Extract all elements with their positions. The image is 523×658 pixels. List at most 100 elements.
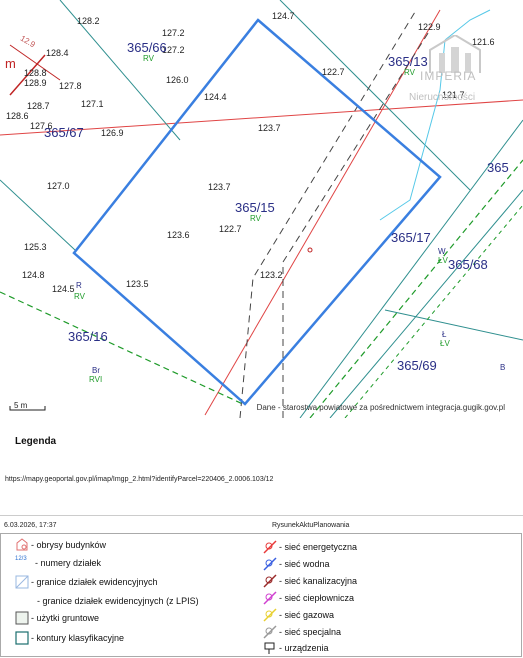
elevation-label: 127.1 — [81, 99, 104, 109]
parcel-number: 365/13 — [388, 54, 428, 69]
teal-line-4 — [299, 119, 523, 418]
legend-item-sewer: - sieć kanalizacyjna — [263, 574, 357, 588]
elevation-label: 121.7 — [442, 90, 465, 100]
parcel-number: 365/17 — [391, 230, 431, 245]
scale-bar — [9, 406, 46, 411]
elevation-label: 123.2 — [260, 270, 283, 280]
elevation-label: 123.7 — [258, 123, 281, 133]
parcel-number: 365/69 — [397, 358, 437, 373]
teal-line-1 — [59, 0, 181, 141]
legend-item-lpis-boundaries: - granice działek ewidencyjnych (z LPIS) — [15, 594, 199, 608]
legend-item-land-use: - użytki gruntowe — [15, 611, 99, 625]
legend-item-water: - sieć wodna — [263, 557, 330, 571]
parcel-number: 365 — [487, 160, 509, 175]
black-dash-1 — [239, 11, 416, 418]
black-dash-2 — [282, 29, 431, 418]
teal-line-3 — [279, 0, 471, 191]
legend-item-special: - sieć specjalna — [263, 625, 341, 639]
document-title: RysunekAktuPlanowania — [272, 522, 350, 529]
legend-item-buildings: - obrysy budynków — [15, 538, 106, 552]
elevation-label: 124.8 — [22, 270, 45, 280]
legend-item-devices: - urządzenia — [263, 641, 329, 655]
elevation-label: 127.2 — [162, 45, 185, 55]
elevation-label: 124.5 — [52, 284, 75, 294]
landuse-code: RVI — [89, 375, 103, 384]
green-dash-2 — [309, 159, 523, 418]
landuse-code: RV — [143, 54, 154, 63]
elevation-label: 126.0 — [166, 75, 189, 85]
watermark-subtitle: Nieruchomości — [409, 92, 476, 103]
power-network-icon — [263, 540, 277, 554]
parcel-number: 365/67 — [44, 125, 84, 140]
land-use-icon — [15, 611, 29, 625]
elevation-label: 128.6 — [6, 111, 29, 121]
elevation-label: 123.5 — [126, 279, 149, 289]
landuse-code: Br — [92, 366, 100, 375]
elevation-label: 128.2 — [77, 16, 100, 26]
landuse-code: B — [500, 363, 506, 372]
elevation-label: 127.6 — [30, 121, 53, 131]
elevation-label: 128.8 — [24, 68, 47, 78]
landuse-code: RV — [250, 214, 261, 223]
watermark-name: IMPERIA — [420, 69, 477, 83]
landuse-code: W — [438, 247, 446, 256]
teal-line-2 — [0, 179, 76, 251]
elevation-label: 122.7 — [322, 67, 345, 77]
elevation-label: 124.4 — [204, 92, 227, 102]
legend-panel: - obrysy budynków 12/3- numery działek -… — [0, 533, 522, 657]
parcel-number: 365/16 — [68, 329, 108, 344]
elevation-label: 127.8 — [59, 81, 82, 91]
gas-network-icon — [263, 608, 277, 622]
elevation-label: 122.7 — [219, 224, 242, 234]
elevation-label: 122.9 — [418, 22, 441, 32]
elevation-label: 128.9 — [24, 78, 47, 88]
landuse-code: R — [76, 281, 82, 290]
elevation-label: 123.6 — [167, 230, 190, 240]
teal-line-5 — [329, 189, 523, 418]
lpis-boundary-icon — [15, 594, 35, 608]
heating-network-icon — [263, 591, 277, 605]
elevation-label: 123.7 — [208, 182, 231, 192]
landuse-code: RV — [404, 68, 415, 77]
legend-item-parcel-numbers: 12/3- numery działek — [15, 556, 102, 568]
green-dash-3 — [344, 204, 523, 418]
special-network-icon — [263, 625, 277, 639]
map-marker-text: m — [5, 56, 16, 71]
highlighted-parcel — [72, 18, 442, 406]
elevation-label: 128.4 — [46, 48, 69, 58]
teal-line-6 — [384, 309, 523, 341]
map-attribution: Dane - starostwa powiatowe za pośrednict… — [256, 403, 505, 412]
parcel-number: 365/68 — [448, 257, 488, 272]
parcel-boundary-icon — [15, 575, 29, 589]
landuse-code: Ł — [442, 330, 447, 339]
power-line — [204, 9, 441, 416]
elevation-label: 124.7 — [272, 11, 295, 21]
print-date: 6.03.2026, 17:37 — [4, 522, 57, 529]
landuse-code: ŁV — [440, 339, 450, 348]
legend-item-gas: - sieć gazowa — [263, 608, 334, 622]
scale-label: 5 m — [14, 401, 28, 410]
map-view[interactable]: 128.2 127.2 127.2 128.4 128.8 126.0 128.… — [0, 0, 523, 418]
elevation-label: 121.6 — [472, 37, 495, 47]
building-outline-icon — [15, 538, 29, 552]
elevation-label: 127.2 — [162, 28, 185, 38]
red-line-3 — [9, 44, 61, 81]
elevation-label: 127.0 — [47, 181, 70, 191]
classification-contour-icon — [15, 631, 29, 645]
green-dash-1 — [0, 291, 246, 406]
divider — [0, 515, 523, 516]
landuse-code: RV — [74, 292, 85, 301]
legend-item-power: - sieć energetyczna — [263, 540, 357, 554]
elevation-label: 126.9 — [101, 128, 124, 138]
page-url: https://mapy.geoportal.gov.pl/imap/Imgp_… — [5, 476, 274, 483]
elevation-label: 128.7 — [27, 101, 50, 111]
house-logo-icon — [429, 35, 481, 73]
legend-title: Legenda — [15, 436, 57, 447]
legend-item-heating: - sieć ciepłownicza — [263, 591, 354, 605]
water-line-2 — [444, 9, 491, 41]
device-icon — [263, 641, 277, 655]
red-line-2 — [9, 54, 46, 96]
legend-item-parcel-boundaries: - granice działek ewidencyjnych — [15, 575, 158, 589]
parcel-number: 365/15 — [235, 200, 275, 215]
parcel-number: 365/66 — [127, 40, 167, 55]
